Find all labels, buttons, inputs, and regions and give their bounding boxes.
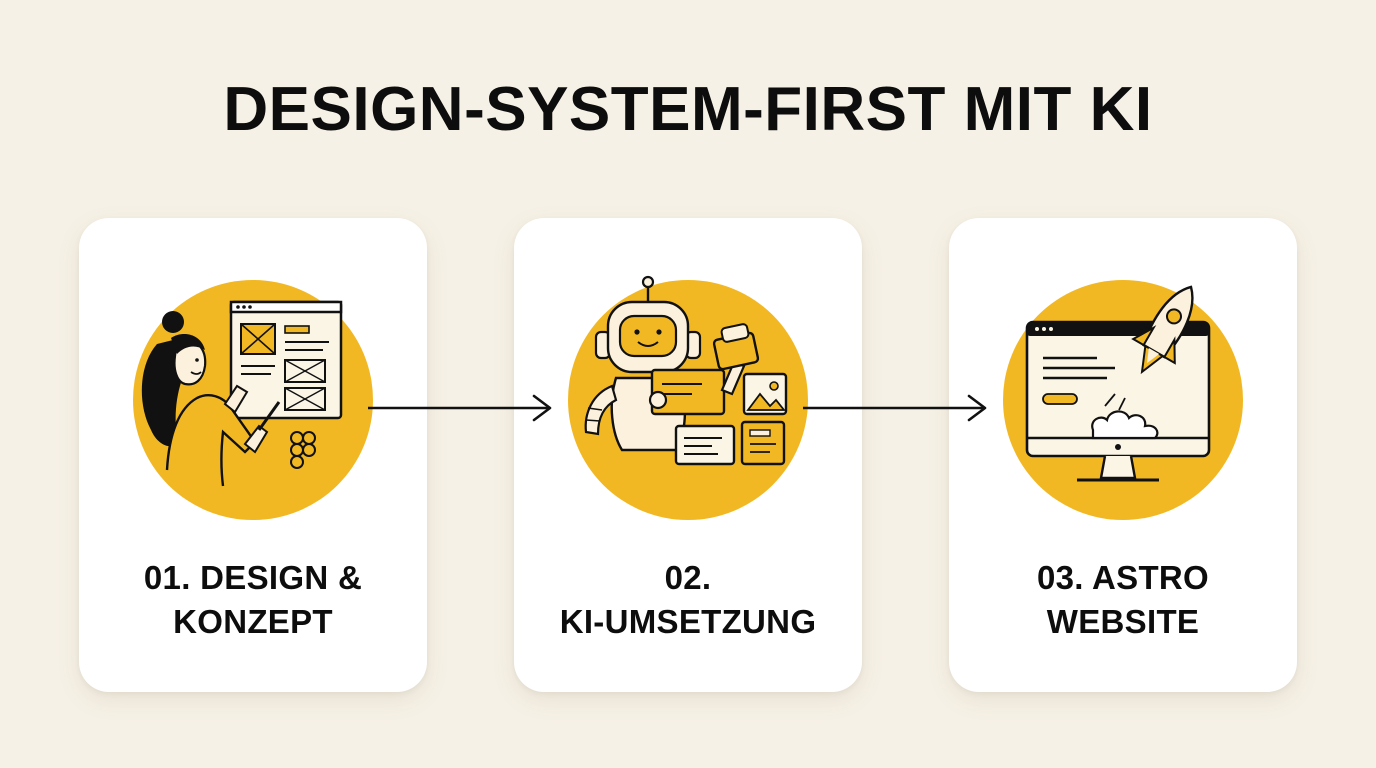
step-label-line2: WEBSITE	[1046, 603, 1200, 640]
step-label-line2: KONZEPT	[173, 603, 333, 640]
step-label-line1: 02.	[664, 559, 712, 596]
monitor-rocket-icon	[1003, 280, 1243, 520]
robot-assistant-icon	[568, 275, 808, 520]
step-card-ki: 02. KI-UMSETZUNG	[514, 218, 862, 692]
arrow-right-icon	[368, 394, 552, 422]
step-label: 01. DESIGN & KONZEPT	[79, 556, 427, 644]
step-card-design: 01. DESIGN & KONZEPT	[79, 218, 427, 692]
step-label-line1: 01. DESIGN &	[143, 559, 363, 596]
step-card-astro: 03. ASTRO WEBSITE	[949, 218, 1297, 692]
step-label-line1: 03. ASTRO	[1036, 559, 1210, 596]
step-label-line2: KI-UMSETZUNG	[559, 603, 817, 640]
step-label: 02. KI-UMSETZUNG	[514, 556, 862, 644]
arrow-right-icon	[803, 394, 987, 422]
step-label: 03. ASTRO WEBSITE	[949, 556, 1297, 644]
designer-wireframe-icon	[133, 280, 373, 520]
page-title: DESIGN-SYSTEM-FIRST MIT KI	[223, 75, 1153, 144]
